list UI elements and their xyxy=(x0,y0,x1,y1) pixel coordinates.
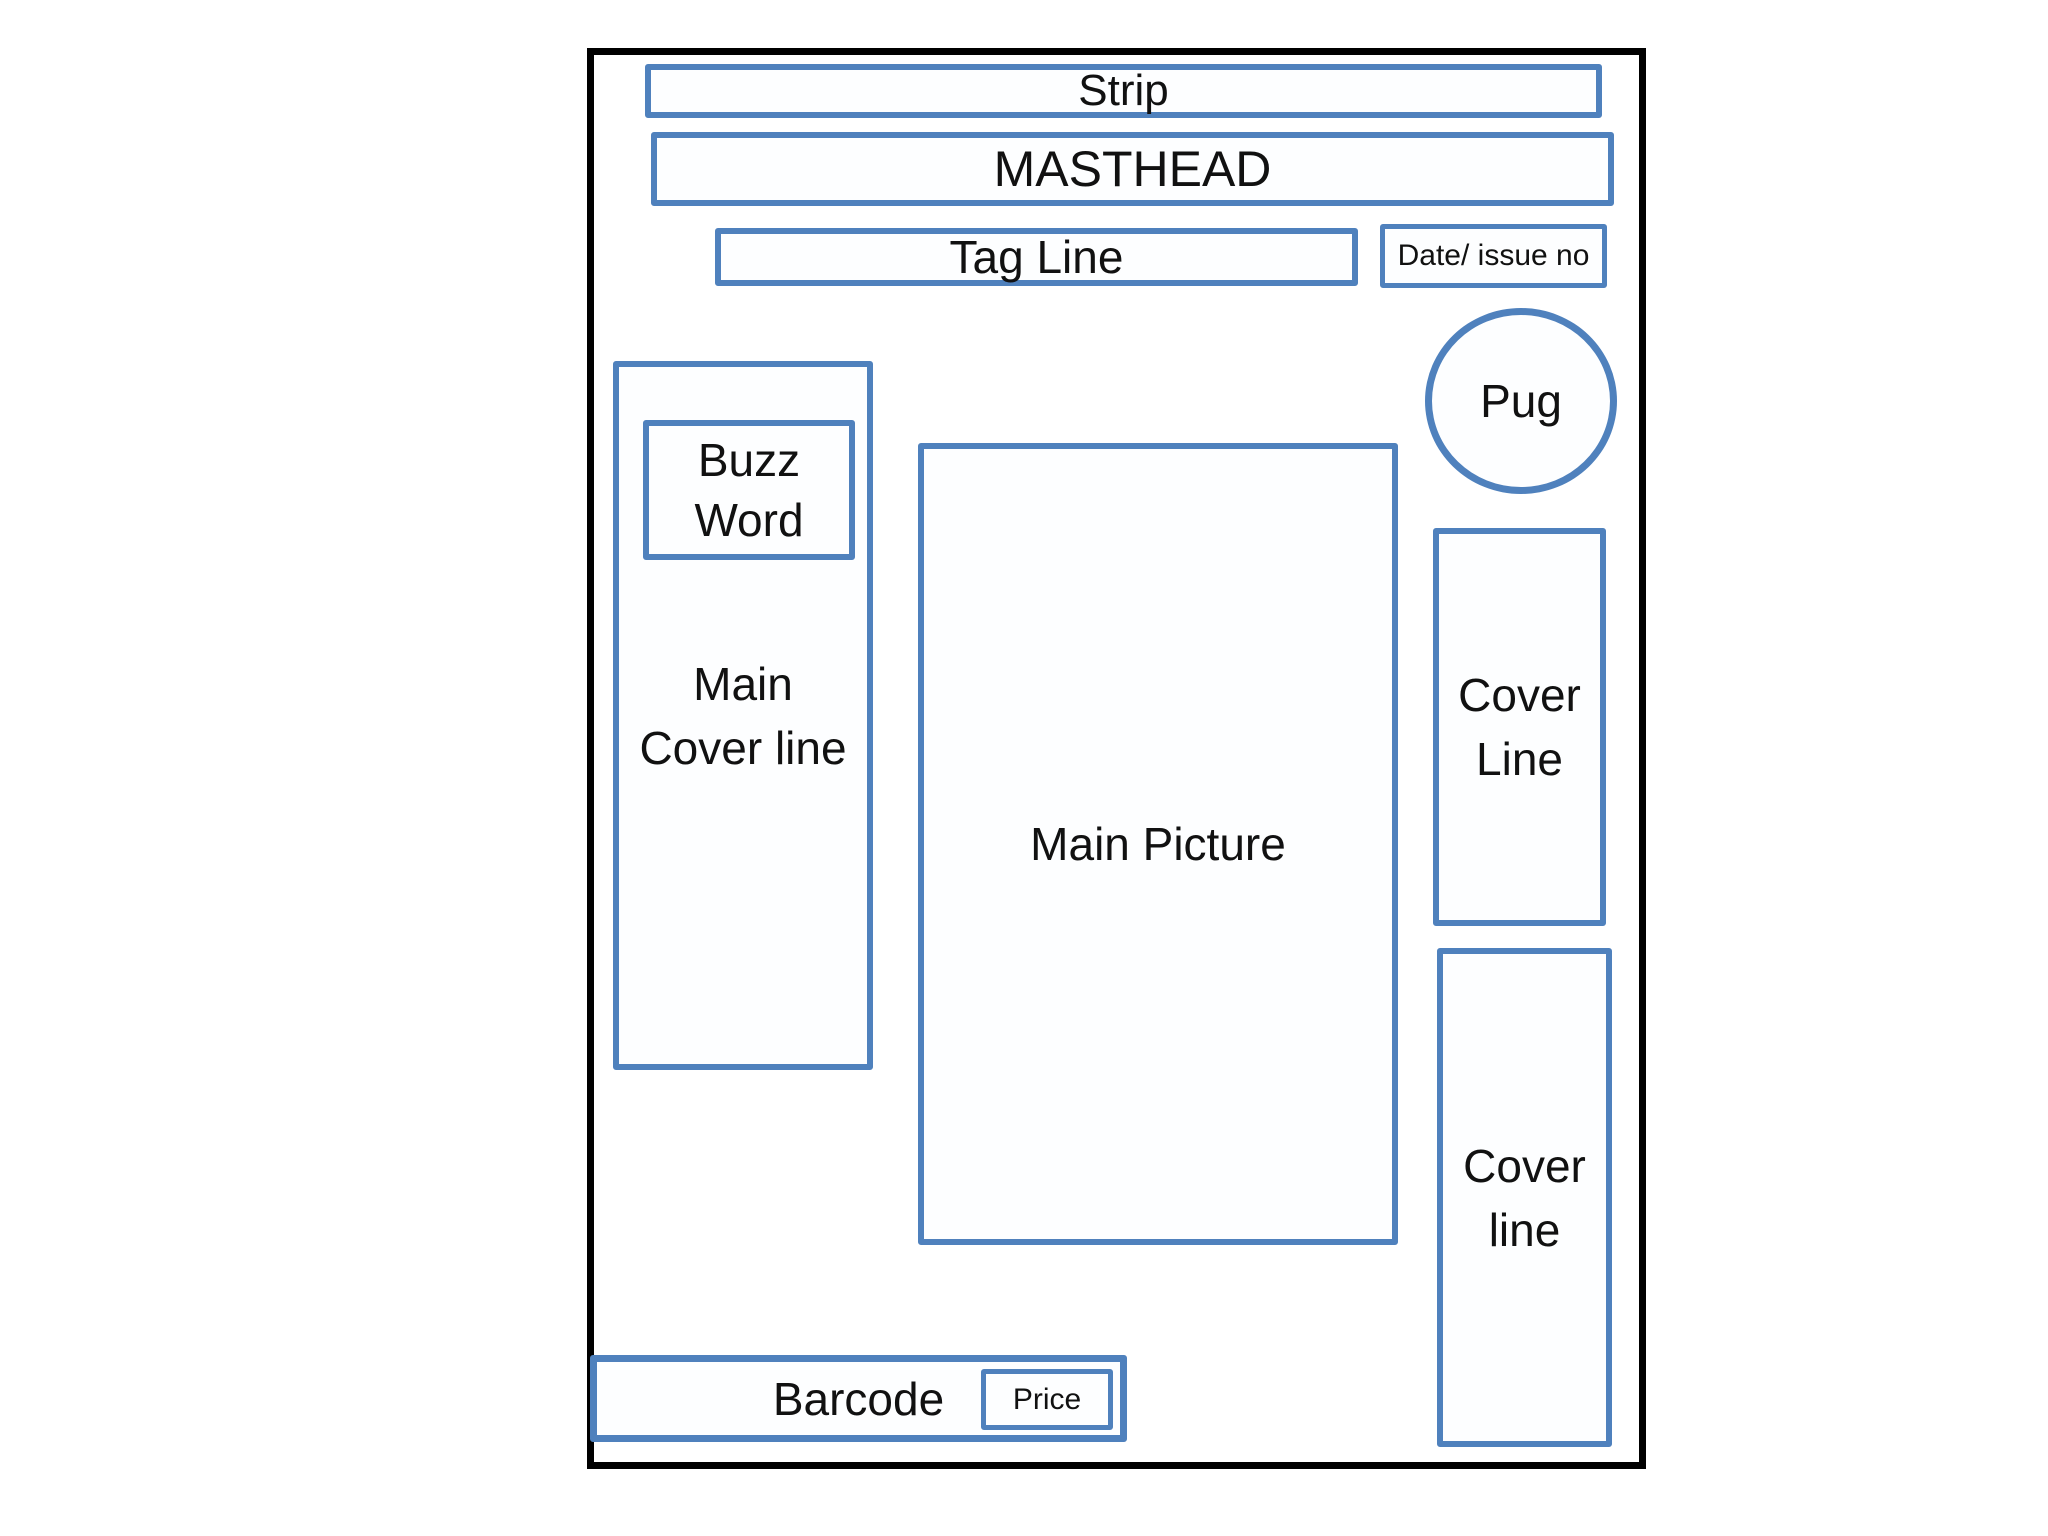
date-issue-label: Date/ issue no xyxy=(1397,239,1590,272)
tagline-box: Tag Line xyxy=(715,228,1358,286)
pug-label: Pug xyxy=(1480,375,1562,427)
coverline-right-top-box: Cover Line xyxy=(1433,528,1606,926)
buzzword-box: Buzz Word xyxy=(643,420,855,560)
masthead-box: MASTHEAD xyxy=(651,132,1614,206)
main-coverline-label: Main Cover line xyxy=(639,657,847,774)
strip-label: Strip xyxy=(1078,66,1169,115)
main-picture-box: Main Picture xyxy=(918,443,1398,1245)
coverline-right-top-label: Cover Line xyxy=(1458,669,1581,785)
barcode-label: Barcode xyxy=(772,1372,945,1425)
buzzword-label: Buzz Word xyxy=(694,434,804,546)
main-picture-label: Main Picture xyxy=(1030,818,1286,870)
pug-circle: Pug xyxy=(1425,308,1617,494)
coverline-right-bottom-box: Cover line xyxy=(1437,948,1612,1447)
date-issue-box: Date/ issue no xyxy=(1380,224,1607,288)
coverline-right-bottom-label: Cover line xyxy=(1463,1139,1586,1256)
barcode-box: Barcode Price xyxy=(590,1355,1127,1442)
masthead-label: MASTHEAD xyxy=(993,141,1272,197)
strip-box: Strip xyxy=(645,64,1602,118)
tagline-label: Tag Line xyxy=(949,231,1124,283)
price-box: Price xyxy=(981,1369,1113,1430)
